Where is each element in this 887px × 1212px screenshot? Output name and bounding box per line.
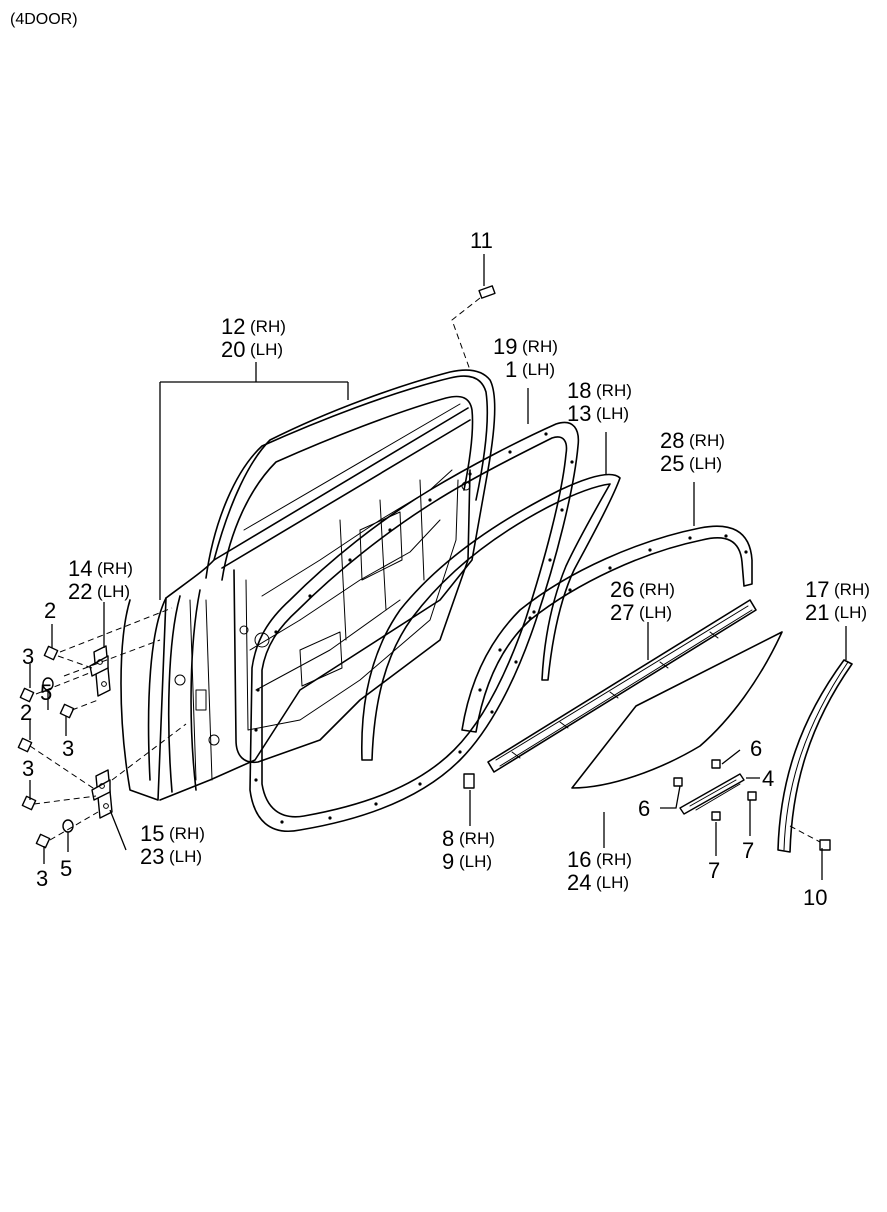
glass-run-channel-drawing: [360, 473, 621, 761]
callout-3-bottom: 3: [36, 866, 48, 891]
callout-28-side: (RH): [689, 431, 725, 450]
callout-16-side: (RH): [596, 850, 632, 869]
callout-17-side: (RH): [834, 580, 870, 599]
callout-15-side: (RH): [169, 824, 205, 843]
callout-12: 12: [221, 314, 245, 339]
callout-25: 25: [660, 451, 684, 476]
callout-7-lower: 7: [708, 858, 720, 883]
callout-10: 10: [803, 885, 827, 910]
callout-4: 4: [762, 766, 774, 791]
callout-21-side: (LH): [834, 603, 867, 622]
callout-8: 8: [442, 826, 454, 851]
callout-3-upper: 3: [22, 644, 34, 669]
door-shell-drawing: [120, 369, 496, 801]
callout-5-lower: 5: [60, 856, 72, 881]
callout-20: 20: [221, 337, 245, 362]
callout-23: 23: [140, 844, 164, 869]
callout-6-upper: 6: [750, 736, 762, 761]
callout-15: 15: [140, 821, 164, 846]
callout-18-side: (RH): [596, 381, 632, 400]
callout-11: 11: [470, 228, 493, 253]
callout-2-lower: 2: [20, 700, 32, 725]
lower-hinge-drawing: [91, 769, 113, 819]
callout-19-side: (RH): [522, 337, 558, 356]
callout-8-side: (RH): [459, 829, 495, 848]
callout-14-side: (RH): [97, 559, 133, 578]
callout-1-side: (LH): [522, 360, 555, 379]
callout-27: 27: [610, 600, 634, 625]
leader-lines: [29, 254, 847, 880]
callout-27-side: (LH): [639, 603, 672, 622]
variant-label: (4DOOR): [10, 11, 78, 28]
callout-6-lower: 6: [638, 796, 650, 821]
callout-2-upper: 2: [44, 598, 56, 623]
callout-17: 17: [805, 577, 829, 602]
callout-20-side: (LH): [250, 340, 283, 359]
callout-12-side: (RH): [250, 317, 286, 336]
callout-25-side: (LH): [689, 454, 722, 473]
callout-3-lower: 3: [22, 756, 34, 781]
callout-13: 13: [567, 401, 591, 426]
belt-moulding-drawing: [487, 599, 757, 773]
upper-hinge-drawing: [89, 645, 111, 697]
door-glass-drawing: [571, 631, 783, 789]
seal-clip-holes: [254, 432, 574, 824]
callout-22: 22: [68, 579, 92, 604]
callout-9: 9: [442, 849, 454, 874]
callout-24: 24: [567, 870, 591, 895]
callout-19: 19: [493, 334, 517, 359]
callout-28: 28: [660, 428, 684, 453]
fasteners-drawing: [17, 285, 831, 851]
callout-24-side: (LH): [596, 873, 629, 892]
callout-3-middle: 3: [62, 736, 74, 761]
callout-23-side: (LH): [169, 847, 202, 866]
door-seal-drawing: [249, 421, 580, 832]
callout-26-side: (RH): [639, 580, 675, 599]
callout-9-side: (LH): [459, 852, 492, 871]
callout-18: 18: [567, 378, 591, 403]
callout-21: 21: [805, 600, 829, 625]
callout-16: 16: [567, 847, 591, 872]
rear-channel-drawing: [777, 659, 853, 853]
outer-weatherstrip-drawing: [461, 525, 753, 733]
callout-5-upper: 5: [40, 680, 52, 705]
callout-13-side: (LH): [596, 404, 629, 423]
callout-labels: 11 12 (RH) 20 (LH) 19 (RH) 1 (LH) 18 (RH…: [20, 228, 870, 910]
callout-1: 1: [505, 357, 517, 382]
callout-22-side: (LH): [97, 582, 130, 601]
callout-14: 14: [68, 556, 92, 581]
glass-lift-channel-drawing: [679, 773, 745, 815]
callout-7-right: 7: [742, 838, 754, 863]
callout-26: 26: [610, 577, 634, 602]
